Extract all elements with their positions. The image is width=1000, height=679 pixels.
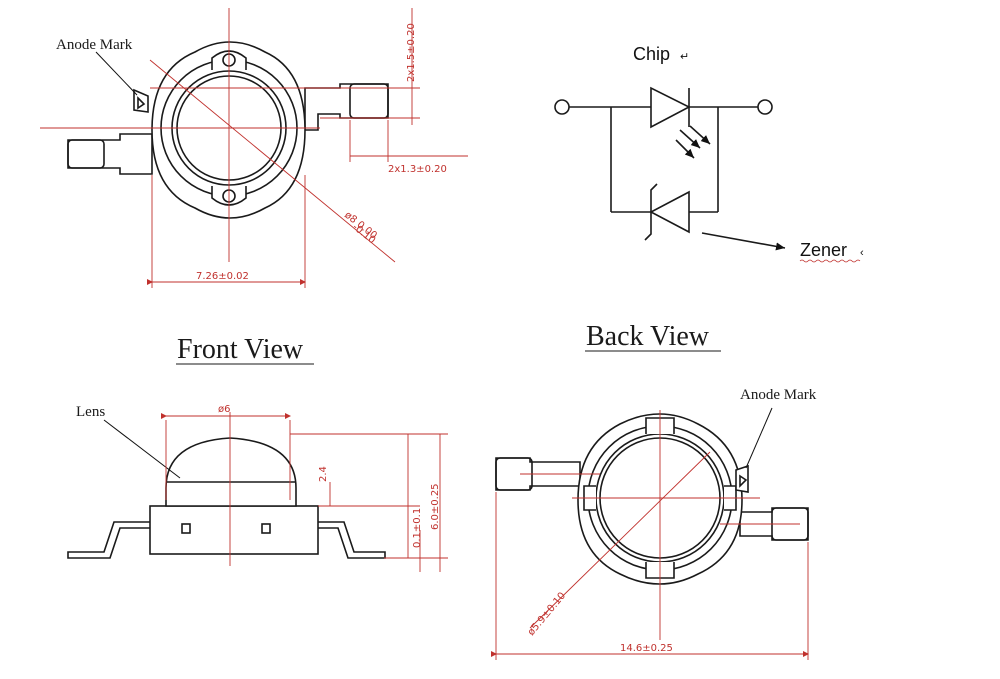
zener-spellcheck-underline [799, 259, 861, 263]
front-left-lead [67, 521, 150, 559]
front-body-contact-left [181, 523, 191, 534]
front-lens-label: Lens [76, 404, 105, 420]
terminal-left [554, 99, 570, 115]
back-anode-leader [745, 407, 773, 469]
top-left-lead-tip [67, 139, 105, 169]
front-view-title: Front View [177, 334, 304, 365]
front-lens-leader [103, 419, 181, 479]
front-body [149, 505, 319, 555]
chip-label: Chip [633, 44, 670, 64]
zener-label-mark: ‹ [860, 247, 864, 259]
front-body-contact-right [261, 523, 271, 534]
zener-diode-icon [649, 190, 690, 234]
chip-label-mark: ↵ [680, 51, 689, 63]
back-anode-mark-label: Anode Mark [740, 387, 817, 403]
zener-label: Zener [800, 240, 847, 260]
top-view: Anode Mark 2x1.5±0.20 2x1.3±0.20 ø8 0.00… [40, 8, 468, 288]
front-view: Lens ø6 2.4 0.1±0.1 6.0±0.25 [67, 404, 448, 572]
dim-front-total: 6.0±0.25 [430, 483, 441, 530]
dim-back-width: 14.6±0.25 [620, 643, 673, 654]
front-lens-dome [165, 437, 297, 507]
circuit-diagram: Chip ↵ Zener ‹ [554, 44, 864, 263]
dim-front-lead: 0.1±0.1 [412, 508, 423, 548]
front-right-lead [318, 521, 386, 559]
back-anode-mark-icon [735, 464, 749, 493]
dim-front-lens-dia: ø6 [218, 404, 230, 415]
top-right-lead [304, 83, 389, 131]
dim-top-width: 7.26±0.02 [196, 271, 249, 282]
top-anode-mark-label: Anode Mark [56, 37, 133, 53]
dim-back-diameter: ø5.9±0.10 [526, 591, 568, 638]
back-view-title: Back View [586, 321, 710, 352]
top-left-lead [67, 133, 153, 175]
terminal-right [757, 99, 773, 115]
led-diode-icon [650, 86, 691, 129]
back-view: Anode Mark ø5.9±0.10 14.6±0.25 [491, 387, 817, 660]
top-anode-leader [95, 51, 138, 96]
dim-front-lens-height: 2.4 [318, 466, 329, 482]
dim-top-vertical: 2x1.5±0.20 [406, 23, 417, 82]
dim-top-horizontal: 2x1.3±0.20 [388, 164, 447, 175]
